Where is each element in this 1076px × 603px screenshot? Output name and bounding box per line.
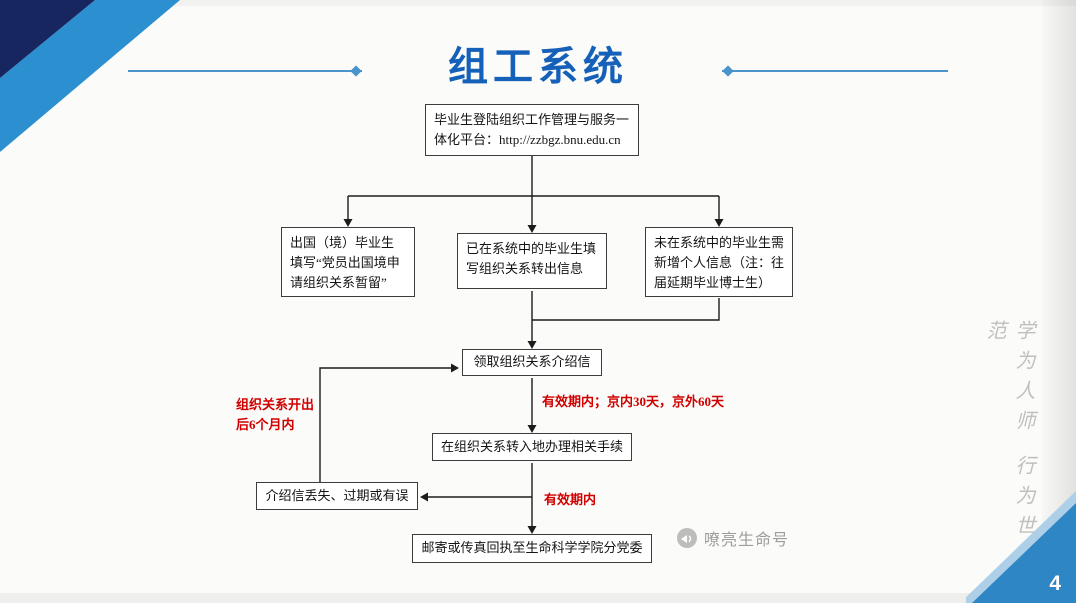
- megaphone-logo-icon: [677, 528, 697, 548]
- corner-decoration-bottom-right: [966, 491, 1076, 603]
- side-motto: 学为人师 行为世范: [983, 320, 1034, 545]
- title-rule-left: [128, 65, 362, 77]
- flow-node-in-system: 已在系统中的毕业生填写组织关系转出信息: [457, 233, 607, 289]
- flow-node-platform: 毕业生登陆组织工作管理与服务一体化平台：http://zzbgz.bnu.edu…: [425, 104, 639, 156]
- watermark-text: 嘹亮生命号: [704, 532, 790, 549]
- flow-node-abroad-graduates: 出国（境）毕业生填写“党员出国境申请组织关系暂留”: [281, 227, 415, 297]
- flow-node-mail-receipt: 邮寄或传真回执至生命科学学院分党委: [412, 534, 652, 563]
- label-six-months: 组织关系开出 后6个月内: [236, 397, 315, 432]
- page-number: 4: [1049, 572, 1061, 595]
- connector-lines: [319, 156, 720, 527]
- flow-node-transfer-procedures: 在组织关系转入地办理相关手续: [432, 433, 632, 461]
- navy-corner-shape: [0, 0, 95, 78]
- light-blue-edge-shape: [966, 491, 1076, 603]
- flow-node-collect-letter: 领取组织关系介绍信: [462, 349, 602, 376]
- flow-node-letter-lost: 介绍信丢失、过期或有误: [256, 482, 418, 510]
- watermark: 嘹亮生命号: [676, 526, 789, 550]
- photo-edge-bottom: [0, 593, 1076, 603]
- label-validity-period: 有效期内；京内30天，京外60天: [542, 394, 725, 409]
- corner-decoration-top-left: [0, 0, 180, 152]
- label-validity-short: 有效期内: [544, 492, 597, 507]
- blue-band-shape: [0, 0, 180, 152]
- page-title: 组工系统: [448, 45, 628, 89]
- blue-triangle-shape: [972, 503, 1076, 603]
- flow-node-not-in-system: 未在系统中的毕业生需新增个人信息（注：往届延期毕业博士生）: [645, 227, 793, 297]
- title-rule-right: [722, 65, 948, 77]
